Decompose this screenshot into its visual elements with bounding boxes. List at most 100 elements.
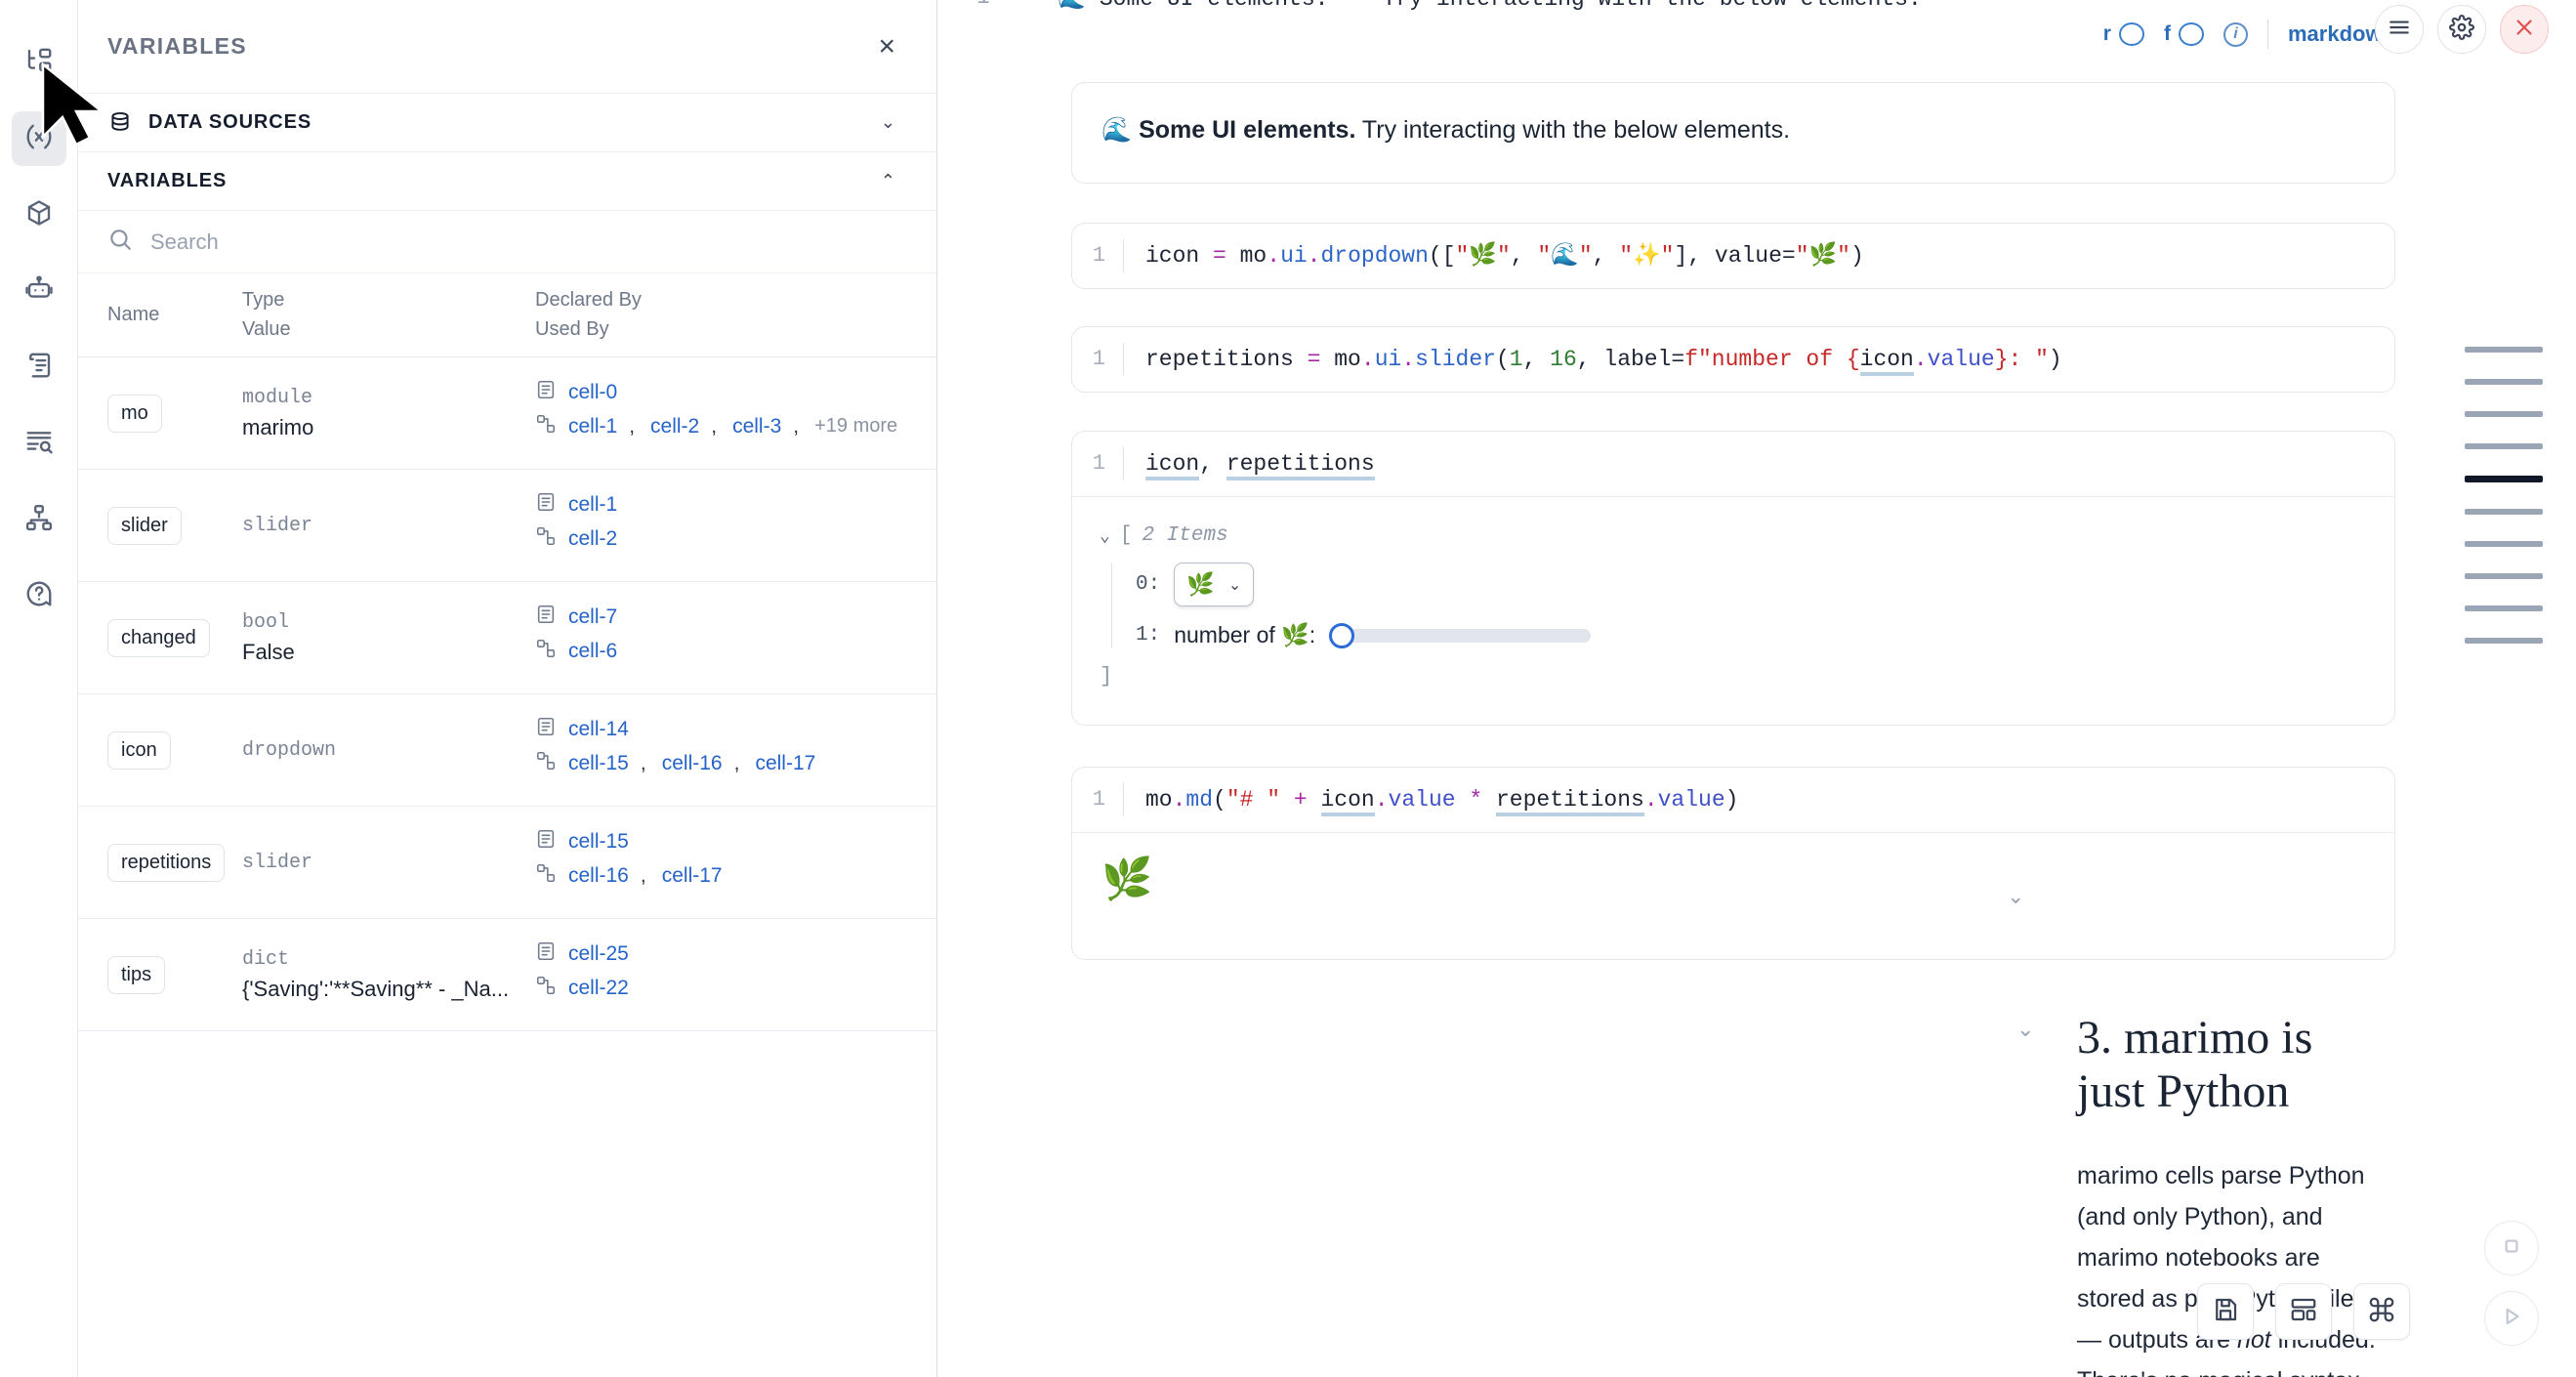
- cell-link[interactable]: cell-2: [650, 414, 700, 438]
- sidebar-item-outline[interactable]: [12, 416, 66, 471]
- column-header-used-by: Used By: [535, 318, 609, 340]
- save-button[interactable]: [2197, 1283, 2254, 1340]
- markdown-output-cell[interactable]: 🌊 Some UI elements. Try interacting with…: [1071, 82, 2395, 184]
- stop-icon: [2499, 1233, 2524, 1264]
- variable-name-chip[interactable]: icon: [107, 730, 171, 770]
- minimap-bar[interactable]: [2465, 509, 2543, 515]
- sidebar-item-file-explorer[interactable]: [12, 35, 66, 90]
- sidebar-item-chat[interactable]: [12, 264, 66, 318]
- cell-link[interactable]: cell-15: [568, 829, 629, 853]
- chevron-down-icon: ⌄: [1227, 576, 1242, 594]
- declared-by: cell-25: [535, 940, 917, 967]
- cell-delete-button[interactable]: [2500, 5, 2549, 54]
- cell-link[interactable]: cell-17: [755, 751, 816, 774]
- cell-link[interactable]: cell-2: [568, 526, 618, 550]
- cell-link[interactable]: cell-22: [568, 976, 629, 999]
- sidebar-item-scratchpad[interactable]: [12, 340, 66, 395]
- cell-link[interactable]: cell-3: [732, 414, 782, 438]
- code-cell-dropdown[interactable]: 1 icon = mo.ui.dropdown(["🌿", "🌊", "✨"],…: [1071, 223, 2395, 289]
- variable-name-chip[interactable]: mo: [107, 394, 162, 433]
- layout-icon: [2289, 1295, 2318, 1329]
- close-bracket: ]: [1100, 664, 1113, 688]
- code-cell-slider[interactable]: 1 repetitions = mo.ui.slider(1, 16, labe…: [1071, 326, 2395, 393]
- slider-knob[interactable]: [1329, 622, 1355, 648]
- cell-link[interactable]: cell-7: [568, 605, 618, 628]
- cell-link[interactable]: cell-1: [568, 492, 618, 516]
- f-flag[interactable]: f: [2164, 22, 2204, 46]
- minimap-bar[interactable]: [2465, 541, 2543, 547]
- minimap-bar[interactable]: [2465, 443, 2543, 449]
- code-text-dropdown[interactable]: icon = mo.ui.dropdown(["🌿", "🌊", "✨"], v…: [1123, 239, 1864, 272]
- code-text-slider[interactable]: repetitions = mo.ui.slider(1, 16, label=…: [1123, 343, 2062, 376]
- minimap-bar[interactable]: [2465, 476, 2543, 482]
- minimap-bar[interactable]: [2465, 573, 2543, 579]
- cell-link[interactable]: cell-25: [568, 941, 629, 965]
- search-input[interactable]: [150, 229, 907, 255]
- cell-link[interactable]: cell-15: [568, 751, 629, 774]
- minimap-bar[interactable]: [2465, 411, 2543, 417]
- minimap-bar[interactable]: [2465, 605, 2543, 611]
- info-icon[interactable]: i: [2223, 21, 2248, 47]
- variable-name-chip[interactable]: changed: [107, 618, 210, 657]
- cell-settings-button[interactable]: [2437, 5, 2486, 54]
- more-count-label[interactable]: +19 more: [814, 415, 898, 437]
- sidebar-item-packages[interactable]: [12, 188, 66, 242]
- declared-by-icon: [535, 828, 557, 855]
- code-text-md[interactable]: mo.md("# " + icon.value * repetitions.va…: [1123, 783, 1738, 816]
- command-palette-button[interactable]: [2353, 1283, 2410, 1340]
- sidebar-item-variables[interactable]: [11, 111, 66, 166]
- line-number: 1: [976, 0, 1018, 12]
- declared-by-icon: [535, 604, 557, 630]
- corner-action-buttons: [2484, 1221, 2539, 1346]
- chevron-down-icon[interactable]: ⌄: [1100, 526, 1110, 547]
- used-by: cell-15,cell-16,cell-17: [535, 750, 917, 776]
- declared-by: cell-1: [535, 491, 917, 518]
- variable-name-chip[interactable]: tips: [107, 955, 166, 994]
- layout-button[interactable]: [2275, 1283, 2332, 1340]
- close-icon[interactable]: ×: [878, 29, 895, 63]
- dropdown-widget[interactable]: 🌿 ⌄: [1174, 563, 1255, 606]
- declared-by: cell-15: [535, 828, 917, 855]
- cell-link[interactable]: cell-0: [568, 380, 618, 403]
- sidebar-item-dependency-graph[interactable]: [12, 492, 66, 547]
- code-cell-md[interactable]: 1 mo.md("# " + icon.value * repetitions.…: [1071, 767, 2395, 960]
- cell-link[interactable]: cell-16: [568, 863, 629, 887]
- minimap-bar[interactable]: [2465, 379, 2543, 385]
- minimap[interactable]: [2465, 347, 2543, 670]
- section-data-sources[interactable]: DATA SOURCES ⌄: [78, 94, 936, 152]
- hamburger-menu-button[interactable]: [2375, 5, 2424, 54]
- footer-action-buttons: [2197, 1283, 2410, 1340]
- list-output-header[interactable]: ⌄ [ 2 Items: [1100, 524, 2394, 547]
- run-button[interactable]: [2484, 1291, 2539, 1346]
- r-flag[interactable]: r: [2103, 22, 2144, 46]
- md-cell-collapse-chevron[interactable]: ⌄: [2007, 884, 2025, 908]
- slider-track[interactable]: [1347, 628, 1592, 643]
- database-icon: [107, 110, 133, 136]
- variable-name-chip[interactable]: repetitions: [107, 843, 226, 882]
- cell-link[interactable]: cell-6: [568, 639, 618, 662]
- cell-link[interactable]: cell-1: [568, 414, 618, 438]
- minimap-bar[interactable]: [2465, 347, 2543, 353]
- markdown-output-text: 🌊 Some UI elements. Try interacting with…: [1072, 83, 2394, 179]
- cell-action-buttons: [2375, 5, 2549, 54]
- code-text-display[interactable]: icon, repetitions: [1123, 447, 1375, 480]
- code-cell-display[interactable]: 1 icon, repetitions ⌄ [ 2 Items 0:: [1071, 431, 2395, 726]
- variable-name-chip[interactable]: slider: [107, 506, 182, 545]
- section-variables[interactable]: VARIABLES ⌃: [78, 152, 936, 211]
- cell-link[interactable]: cell-16: [661, 751, 723, 774]
- cell-link[interactable]: cell-17: [661, 863, 723, 887]
- section-collapse-chevron[interactable]: ⌄: [2016, 1017, 2035, 1041]
- slider-widget[interactable]: [1329, 622, 1592, 648]
- stop-button[interactable]: [2484, 1221, 2539, 1275]
- cell-link[interactable]: cell-14: [568, 717, 629, 740]
- r-flag-label: r: [2102, 22, 2111, 45]
- minimap-bar[interactable]: [2465, 638, 2543, 644]
- sidebar-item-help[interactable]: [12, 568, 66, 623]
